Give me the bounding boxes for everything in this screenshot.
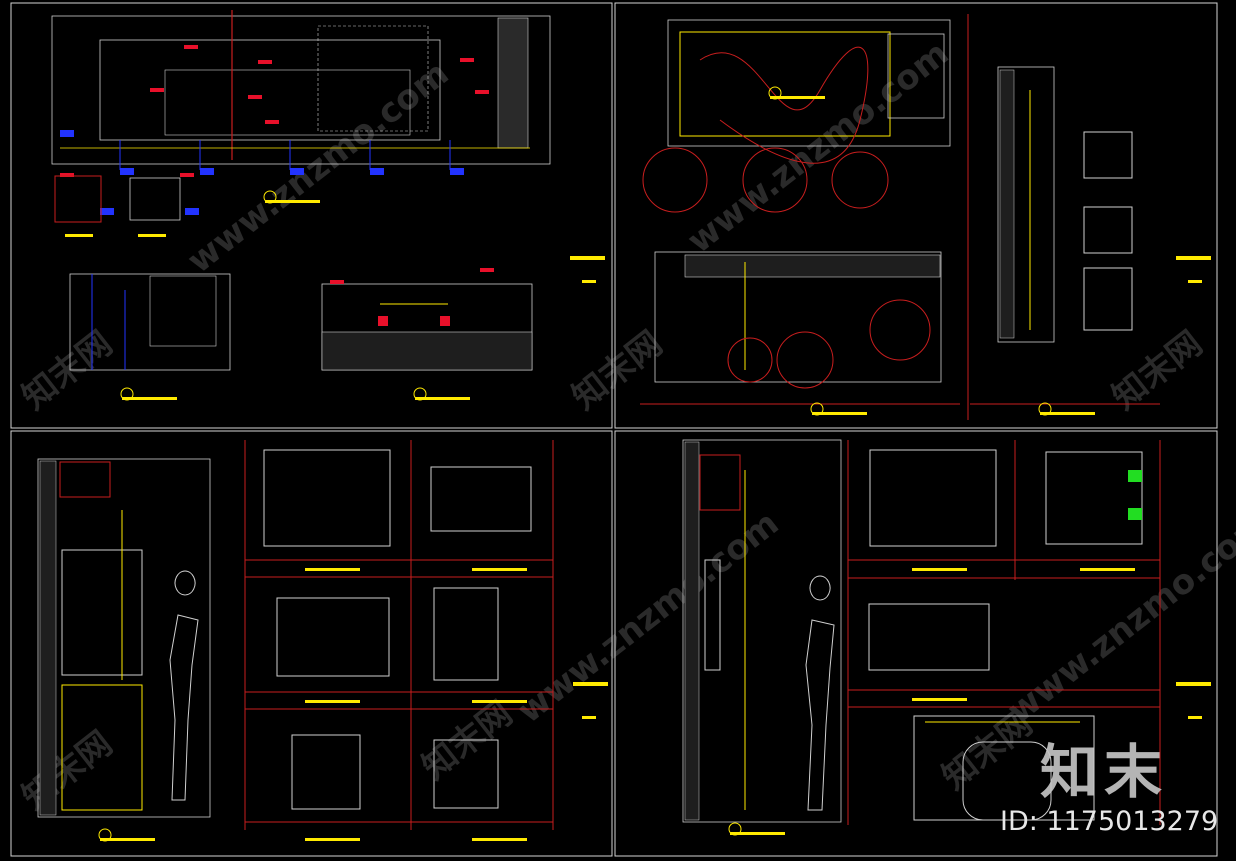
detail-frame <box>869 449 997 547</box>
human-figure <box>169 570 199 801</box>
plan-cabinet <box>887 33 945 119</box>
sheet-top-right <box>640 14 1211 420</box>
detail-box <box>1083 131 1133 179</box>
tall-cabinet <box>61 549 143 676</box>
elevation-panel <box>164 69 411 136</box>
revision-cloud <box>699 46 869 164</box>
title-underline <box>1040 412 1095 415</box>
sheet-top-left <box>51 10 605 401</box>
detail-frame <box>868 603 990 671</box>
title-bubble <box>98 828 112 842</box>
legend-mark <box>1188 280 1202 283</box>
annotation-tags <box>60 45 489 177</box>
plan-wall <box>679 31 891 137</box>
section-outline <box>654 251 942 383</box>
sheet-frames <box>10 2 1218 857</box>
brand-logo: 知末 <box>1040 738 1169 806</box>
detail-callout-circle <box>869 299 931 361</box>
detail-frame <box>1045 451 1143 545</box>
title-bubble <box>1038 402 1052 416</box>
section-outline <box>69 273 231 371</box>
sheet-frame-top-right <box>614 2 1218 429</box>
elevation-outline <box>682 439 842 823</box>
title-bubble <box>263 190 277 204</box>
detail-callout-circle <box>831 151 889 209</box>
title-bubble <box>768 86 782 100</box>
detail-box <box>54 175 102 223</box>
annotation-labels <box>60 130 464 215</box>
elevation-panel <box>99 39 441 141</box>
wall-hatch <box>497 17 529 149</box>
section-panel <box>149 275 217 347</box>
plan-outline <box>667 19 951 147</box>
sheet-bottom-left <box>37 440 608 842</box>
legend-bar <box>570 256 605 260</box>
human-figure <box>805 575 835 811</box>
title-underlines <box>305 568 527 841</box>
floor-section-hatch <box>321 331 533 371</box>
title-underline <box>65 234 93 237</box>
legend-mark <box>582 716 596 719</box>
title-underline <box>265 200 320 203</box>
detail-callout-circle <box>776 331 834 389</box>
elevation-outline <box>51 15 551 165</box>
sheet-frame-bottom-left <box>10 430 613 857</box>
grid-separators <box>847 440 1161 825</box>
basin-bowl <box>962 741 1052 821</box>
detail-frame <box>276 597 390 677</box>
upper-cabinet <box>59 461 111 498</box>
title-underline <box>812 412 867 415</box>
legend-mark <box>1188 716 1202 719</box>
green-highlight <box>1128 508 1142 520</box>
upper-cabinet <box>699 454 741 511</box>
detail-callout-circle <box>642 147 708 213</box>
title-bubble <box>728 822 742 836</box>
legend-bar <box>1176 256 1211 260</box>
elevation-outline <box>37 458 211 818</box>
sheet-frame-bottom-right <box>614 430 1218 857</box>
lower-cabinet <box>61 684 143 811</box>
title-bubble <box>413 387 427 401</box>
title-underline <box>100 838 155 841</box>
wall-hatch <box>684 441 700 821</box>
mirror-panel <box>704 559 721 671</box>
title-underline <box>730 832 785 835</box>
legend-mark <box>582 280 596 283</box>
detail-frame <box>430 466 532 532</box>
green-highlight <box>1128 470 1142 482</box>
image-id-label: ID: 1175013279 <box>1000 806 1219 837</box>
legend-bar <box>573 682 608 686</box>
detail-box <box>1083 206 1133 254</box>
title-underline <box>415 397 470 400</box>
detail-callout-circle <box>742 147 808 213</box>
title-bubble <box>810 402 824 416</box>
wall-hatch <box>39 460 57 816</box>
detail-frame <box>263 449 391 547</box>
detail-frame <box>291 734 361 810</box>
detail-box <box>129 177 181 221</box>
title-underline <box>770 96 825 99</box>
legend-bar <box>1176 682 1211 686</box>
title-bubble <box>120 387 134 401</box>
annotation-tags <box>330 268 494 326</box>
sheet-frame-top-left <box>10 2 613 429</box>
grid-separators <box>244 440 554 830</box>
title-underline <box>122 397 177 400</box>
detail-frame <box>433 739 499 809</box>
detail-box <box>1083 267 1133 331</box>
sheet-bottom-right <box>682 439 1211 836</box>
detail-frame <box>433 587 499 681</box>
title-underlines <box>912 568 1135 701</box>
elevation-panel-dashed <box>317 25 429 132</box>
elevation-strip <box>997 66 1055 343</box>
elevation-strip-hatch <box>999 69 1015 339</box>
title-underline <box>138 234 166 237</box>
detail-callout-circle <box>727 337 773 383</box>
section-slab <box>684 254 941 278</box>
